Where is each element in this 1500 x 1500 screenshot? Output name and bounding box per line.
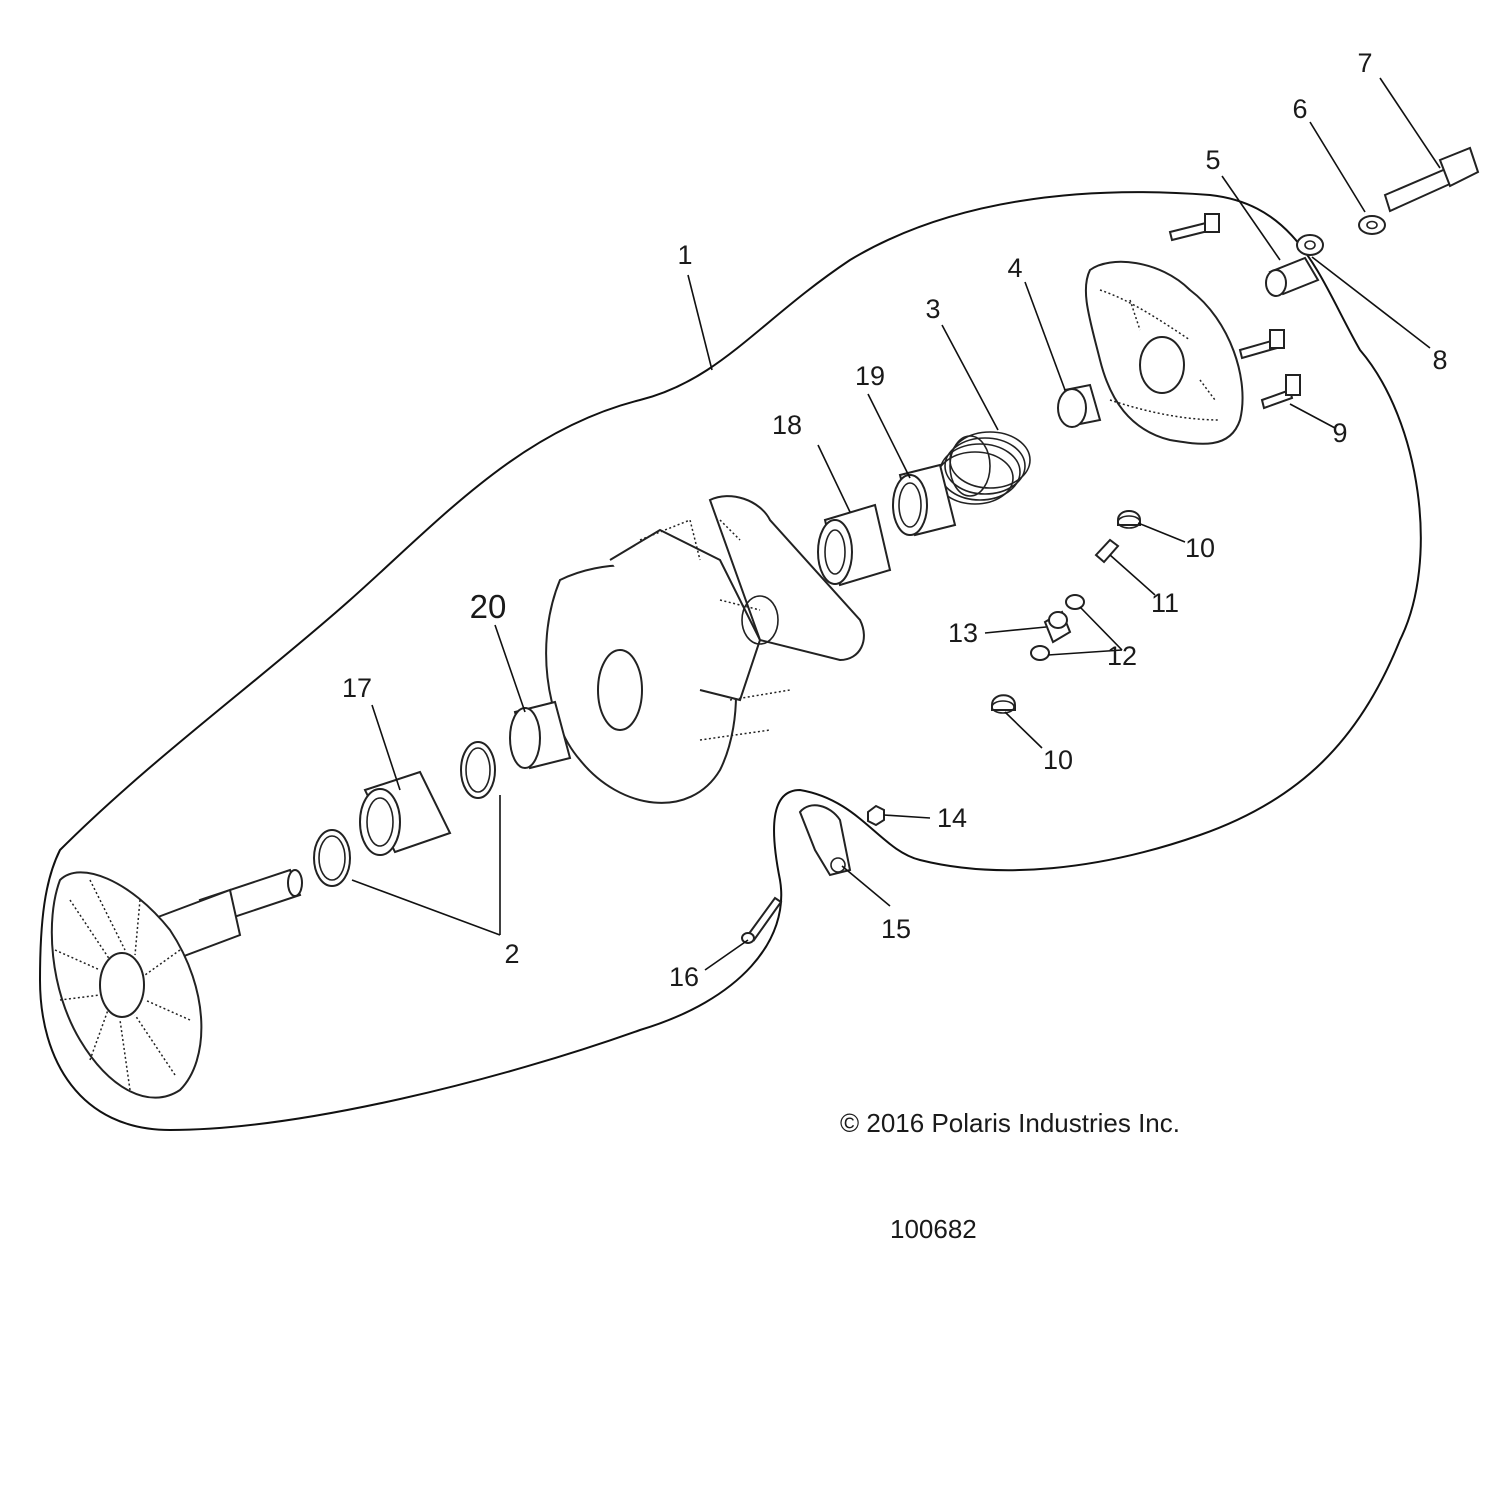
part-5-spacer	[1265, 256, 1320, 297]
part-9-bolts	[1168, 213, 1301, 410]
callout-10-top: 10	[1185, 533, 1215, 563]
callout-7: 7	[1357, 48, 1372, 78]
part-17-sleeve	[359, 770, 452, 856]
part-20-bushing	[509, 700, 572, 770]
callout-8: 8	[1432, 345, 1447, 375]
callout-18: 18	[772, 410, 802, 440]
diagram-number: 100682	[890, 1214, 977, 1244]
callout-3: 3	[925, 294, 940, 324]
callout-5: 5	[1205, 145, 1220, 175]
copyright-notice: © 2016 Polaris Industries Inc.	[840, 1108, 1180, 1138]
part-14-nut	[867, 804, 885, 827]
callout-10-bottom: 10	[1043, 745, 1073, 775]
part-19-bushing	[892, 463, 957, 537]
part-18-bushing	[817, 503, 892, 587]
part-13-roller	[1043, 610, 1072, 644]
part-12-washers	[1030, 594, 1085, 661]
callout-9: 9	[1332, 418, 1347, 448]
assembly-outline	[38, 191, 1422, 1132]
part-15-weight	[798, 804, 852, 877]
part-2-seals	[313, 741, 496, 887]
part-movable-sheave	[545, 495, 865, 804]
callout-15: 15	[881, 914, 911, 944]
part-3-spring	[936, 431, 1031, 505]
callout-17: 17	[342, 673, 372, 703]
part-6-washer	[1358, 215, 1386, 235]
leader-lines	[351, 77, 1441, 971]
part-7-bolt	[1383, 146, 1480, 213]
callout-1: 1	[677, 240, 692, 270]
callout-19: 19	[855, 361, 885, 391]
callout-4: 4	[1007, 253, 1022, 283]
part-fixed-sheave	[50, 868, 303, 1099]
callout-16: 16	[669, 962, 699, 992]
part-10-roller-bottom	[991, 694, 1016, 714]
part-8-washer	[1296, 234, 1324, 256]
part-11-pin	[1094, 538, 1120, 564]
callout-6: 6	[1292, 94, 1307, 124]
callout-14: 14	[937, 803, 967, 833]
callout-12: 12	[1107, 641, 1137, 671]
part-16-pin	[741, 896, 783, 944]
callout-11: 11	[1151, 588, 1179, 618]
part-10-roller-top	[1117, 510, 1141, 529]
part-4-bushing	[1057, 383, 1102, 428]
part-cover-plate	[1084, 260, 1244, 445]
callout-13: 13	[948, 618, 978, 648]
callout-20: 20	[470, 588, 507, 625]
callout-2: 2	[504, 939, 519, 969]
